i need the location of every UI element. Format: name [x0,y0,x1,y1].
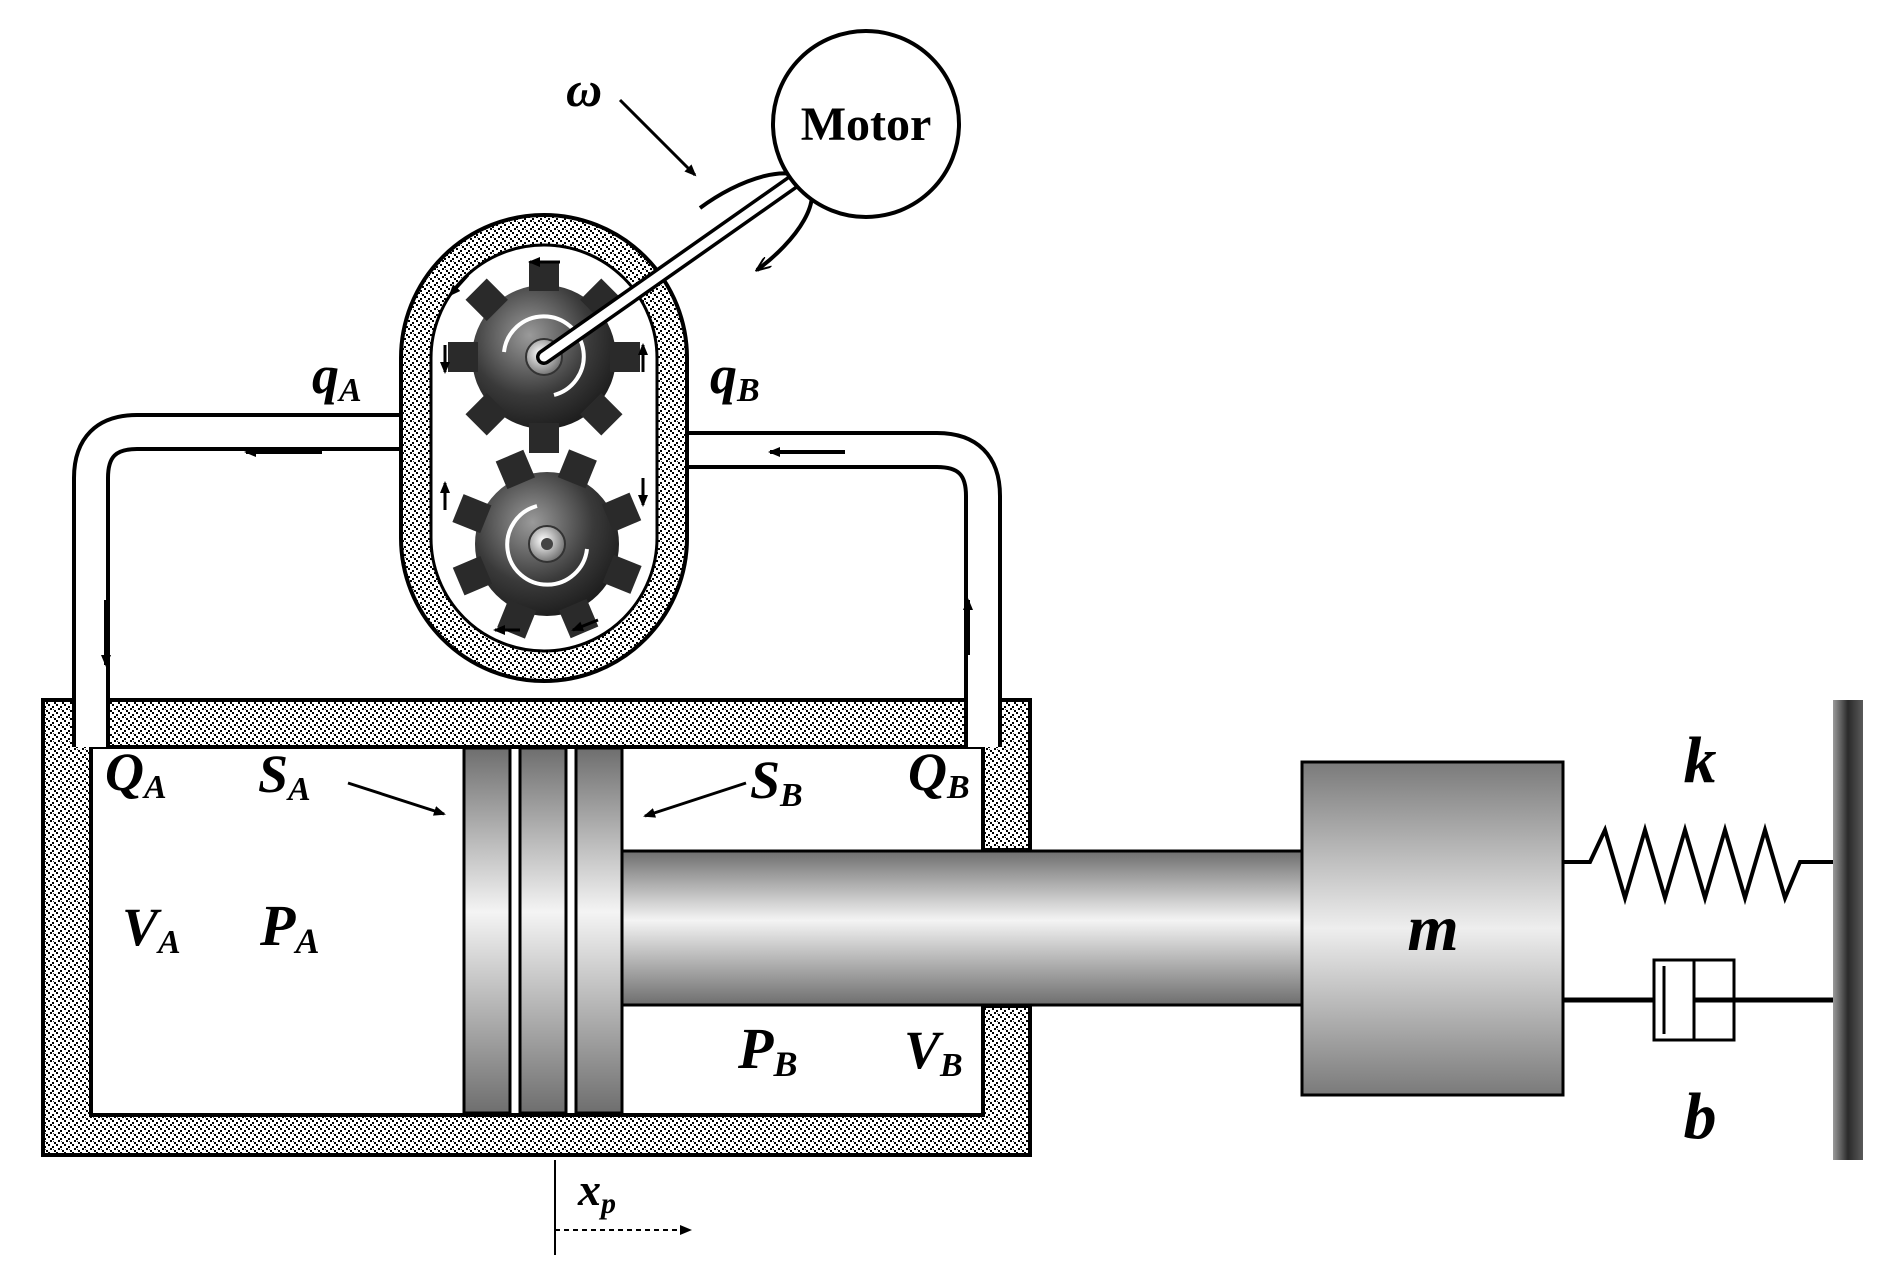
label-k: k [1684,724,1717,797]
pump-flow-arrows [440,257,648,635]
omega-label: ω [566,61,602,117]
svg-text:xp: xp [577,1164,616,1220]
piston [462,746,624,1115]
label-qB: qB [710,345,760,409]
motor: Motor [771,29,961,219]
label-m: m [1407,892,1458,965]
gear-pump [399,213,689,683]
label-qA: qA [312,345,362,409]
label-SB: SB [643,750,803,818]
svg-text:SA: SA [258,744,311,808]
label-VB: VB [904,1020,963,1084]
label-QA: QA [105,742,167,806]
label-PB: PB [737,1016,797,1084]
pipe-right [664,431,1002,747]
svg-text:SB: SB [750,750,803,814]
label-SA: SA [258,744,446,816]
svg-text:qB: qB [710,345,760,409]
motor-shaft [536,169,808,365]
label-VA: VA [122,897,181,961]
damper [1563,958,1833,1042]
svg-text:QA: QA [105,742,167,806]
piston-rod [620,849,1304,1007]
pipe-flow-arrows [101,447,973,667]
spring [1563,822,1833,906]
displacement-reference [554,1160,692,1255]
label-xp: xp [577,1164,616,1220]
mass-block [1300,760,1565,1097]
svg-text:VA: VA [122,897,181,961]
pipe-left [72,413,405,747]
label-b: b [1684,1080,1717,1153]
svg-text:PA: PA [259,893,319,961]
fixed-wall [1833,700,1863,1160]
svg-text:qA: qA [312,345,362,409]
motor-label: Motor [801,98,932,151]
label-PA: PA [259,893,319,961]
label-QB: QB [908,742,970,806]
omega-pointer [618,98,697,177]
svg-text:QB: QB [908,742,970,806]
svg-text:VB: VB [904,1020,963,1084]
svg-text:PB: PB [737,1016,797,1084]
